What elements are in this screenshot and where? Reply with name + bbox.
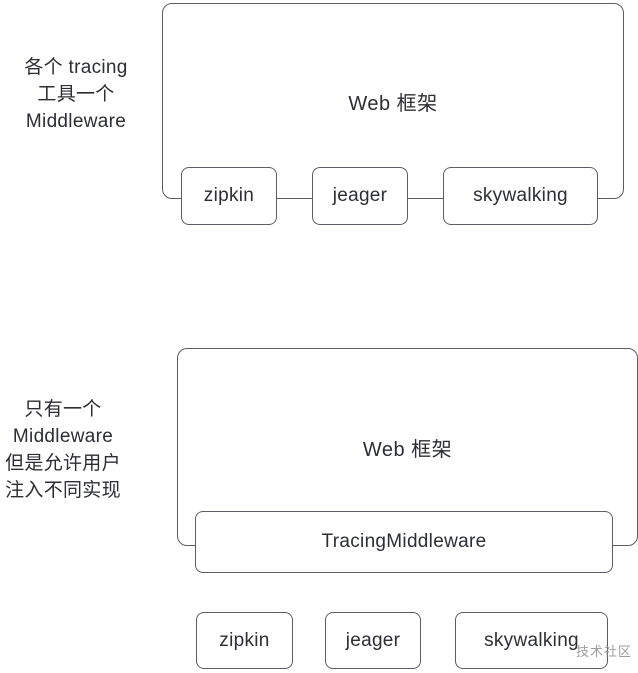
panel2-side-label-line-2: Middleware: [12, 426, 114, 447]
pan2-side-label-line-3: 但是允许用户: [5, 453, 121, 474]
panel1-web-framework-label: Web 框架: [348, 92, 438, 115]
panel1-side-label-line-1: 各个 tracing: [24, 57, 128, 78]
panel1-zipkin-label: zipkin: [203, 185, 255, 206]
panel1-side-label-line-2: 工具一个: [37, 84, 115, 105]
panel2-side-label: 只有一个 Middleware 但是允许用户 注入不同实现: [0, 396, 126, 504]
panel1-side-label-line-3: Middleware: [25, 111, 127, 132]
panel2-web-framework-label: Web 框架: [362, 438, 453, 461]
panel2-tracing-middleware-label: TracingMiddleware: [321, 531, 487, 552]
panel2-skywalking-box: skywalking: [455, 612, 608, 669]
panel1-skywalking-box: skywalking: [443, 167, 598, 225]
panel2-jeager-box: jeager: [325, 612, 421, 669]
panel2-zipkin-box: zipkin: [196, 612, 293, 669]
panel2-tracing-middleware-box: TracingMiddleware: [195, 511, 613, 573]
panel2-side-label-line-4: 注入不同实现: [5, 480, 121, 501]
panel1-jeager-box: jeager: [312, 167, 408, 225]
panel2-zipkin-label: zipkin: [219, 629, 270, 651]
panel2-jeager-label: jeager: [345, 629, 401, 651]
panel1-skywalking-label: skywalking: [473, 185, 568, 206]
panel1-web-framework-box: Web 框架: [162, 3, 624, 199]
panel2-skywalking-label: skywalking: [484, 629, 579, 651]
panel2-side-label-line-1: 只有一个: [24, 399, 102, 420]
panel1-side-label: 各个 tracing 工具一个 Middleware: [6, 54, 146, 135]
panel1-jeager-label: jeager: [332, 185, 388, 206]
panel1-zipkin-box: zipkin: [181, 167, 277, 225]
